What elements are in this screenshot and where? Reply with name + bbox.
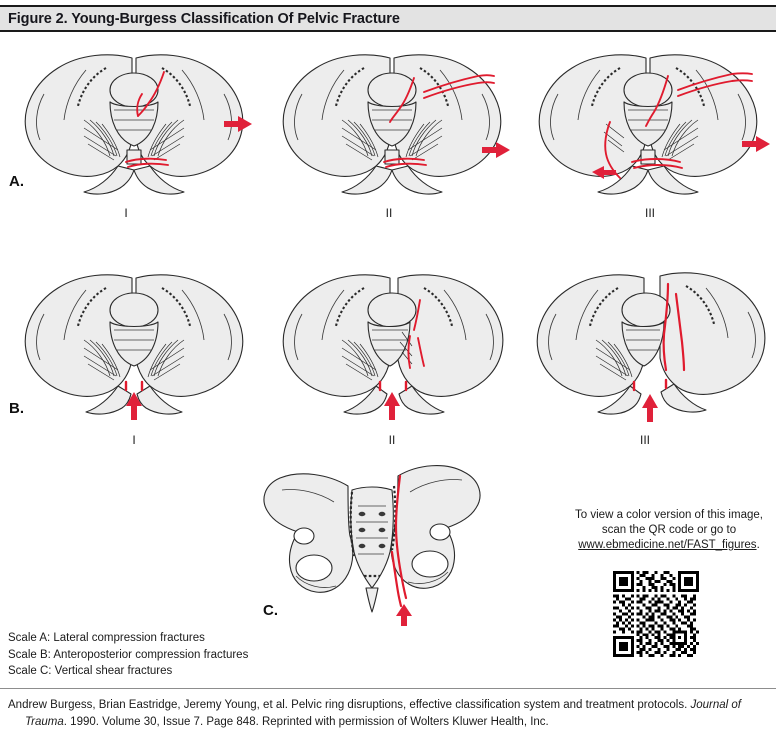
qr-instruction-line1: To view a color version of this image, (575, 509, 763, 521)
footer-divider (0, 688, 776, 689)
pelvis-illustration-b2 (272, 266, 512, 426)
panel-numeral-a2: II (385, 206, 393, 220)
citation-text: Andrew Burgess, Brian Eastridge, Jeremy … (8, 697, 768, 731)
pelvis-illustration-b3 (528, 266, 772, 426)
scale-legend-item-a: Scale A: Lateral compression fractures (8, 632, 205, 644)
color-version-link[interactable]: www.ebmedicine.net/FAST_figures (578, 539, 757, 551)
qr-link-suffix: . (756, 539, 760, 551)
si-joint-disruption (407, 299, 425, 369)
row-label-a: A. (9, 173, 24, 190)
symphysis-diastasis-marker (378, 380, 408, 392)
panel-numeral-b1: I (132, 433, 136, 447)
qr-code-image (613, 571, 699, 657)
si-joint-complete-disruption (662, 282, 686, 372)
lateral-compression-arrow (224, 116, 252, 132)
citation-journal-name-cont: Trauma (25, 716, 64, 728)
vertical-shear-fracture-line (390, 474, 408, 608)
qr-instruction-line2: scan the QR code or go to (601, 524, 737, 536)
row-label-c: C. (263, 602, 278, 619)
symphysis-diastasis-marker (632, 378, 668, 392)
pelvis-illustration-a2 (272, 46, 512, 206)
pelvis-illustration-b1 (14, 266, 254, 426)
citation-journal-name: Journal of (690, 699, 741, 711)
qr-instruction-text: To view a color version of this image, s… (566, 508, 772, 553)
qr-link-line: www.ebmedicine.net/FAST_figures. (566, 538, 772, 553)
fracture-line (125, 71, 169, 168)
citation-line2-text: . 1990. Volume 30, Issue 7. Page 848. Re… (63, 716, 549, 728)
pelvis-illustration-a3 (528, 46, 772, 206)
symphysis-diastasis-marker (124, 380, 144, 392)
lateral-compression-arrow (482, 142, 510, 158)
fracture-line (604, 72, 753, 179)
scale-legend-item-c: Scale C: Vertical shear fractures (8, 665, 173, 677)
figure-header-bar: Figure 2. Young-Burgess Classification O… (0, 5, 776, 32)
panel-numeral-a1: I (124, 206, 128, 220)
panel-numeral-b3: III (639, 433, 650, 447)
ap-compression-arrow (642, 394, 658, 422)
lateral-compression-arrow (742, 136, 770, 152)
internal-rotation-arrow (592, 166, 616, 179)
pelvis-illustration-c1 (252, 456, 492, 626)
ap-compression-arrow (126, 392, 142, 420)
citation-line1-text: Andrew Burgess, Brian Eastridge, Jeremy … (8, 699, 691, 711)
figure-title: Figure 2. Young-Burgess Classification O… (8, 10, 400, 27)
panel-numeral-b2: II (388, 433, 396, 447)
panel-numeral-a3: III (644, 206, 655, 220)
fracture-line (383, 74, 495, 168)
pelvis-illustration-a1 (14, 46, 254, 206)
citation-line2: Trauma. 1990. Volume 30, Issue 7. Page 8… (8, 714, 768, 731)
ap-compression-arrow (384, 392, 400, 420)
vertical-shear-arrow (396, 604, 412, 626)
scale-legend: Scale A: Lateral compression fractures S… (8, 630, 428, 680)
row-label-b: B. (9, 400, 24, 417)
scale-legend-item-b: Scale B: Anteroposterior compression fra… (8, 648, 249, 661)
